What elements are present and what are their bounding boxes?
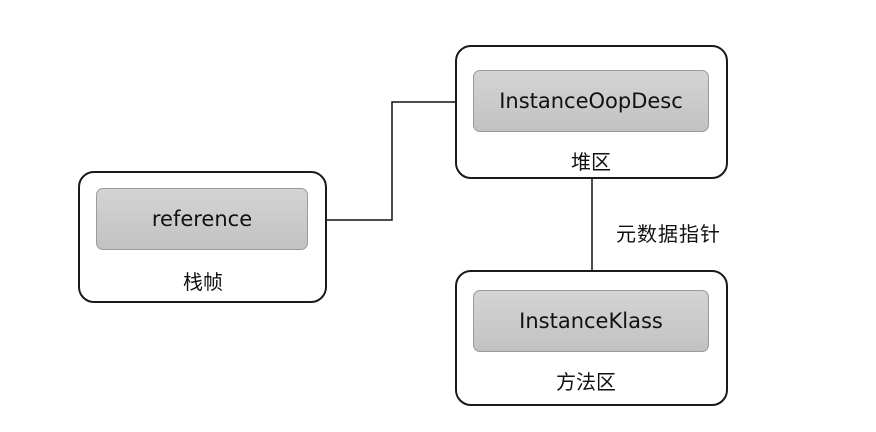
reference-label: reference [151, 207, 253, 231]
stack-frame-label: 栈帧 [183, 270, 223, 294]
method-area-label: 方法区 [556, 370, 616, 394]
instance-klass-box: InstanceKlass [473, 290, 709, 352]
reference-to-oop-arrow [310, 98, 472, 221]
reference-box: reference [96, 188, 308, 250]
metadata-pointer-label: 元数据指针 [616, 222, 721, 246]
instance-oop-desc-box: InstanceOopDesc [473, 70, 709, 132]
instance-klass-label: InstanceKlass [519, 309, 663, 333]
instance-oop-desc-label: InstanceOopDesc [499, 89, 683, 113]
heap-label: 堆区 [571, 150, 611, 174]
